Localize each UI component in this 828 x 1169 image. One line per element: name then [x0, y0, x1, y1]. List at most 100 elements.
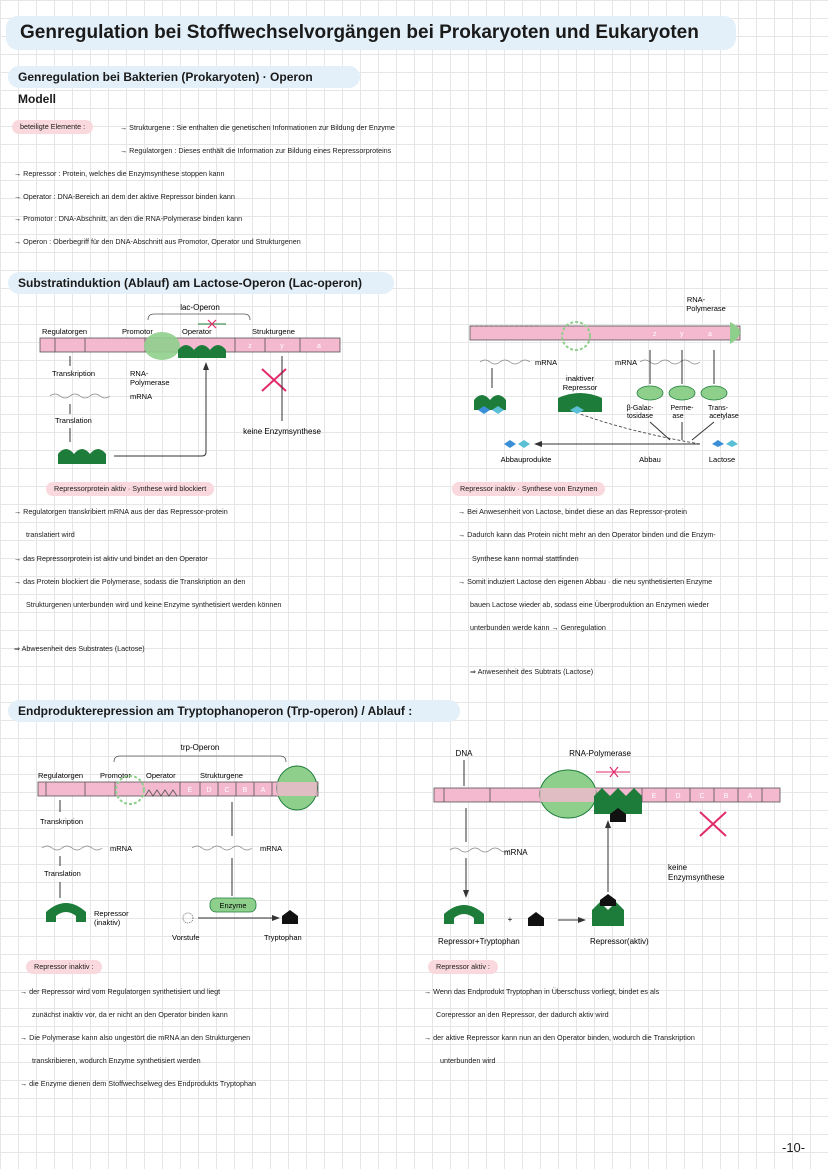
text-line: → Bei Anwesenheit von Lactose, bindet di… — [458, 507, 687, 516]
trp-operon-active-diagram: DNA RNA-Polymerase E D C B A keine Enzym… — [433, 749, 781, 946]
text-line: → Regulatorgen transkribiert mRNA aus de… — [14, 507, 228, 516]
section-heading-lac: Substratinduktion (Ablauf) am Lactose-Op… — [8, 272, 394, 294]
svg-text:RNA-: RNA- — [130, 369, 149, 378]
text-line: → Repressor : Protein, welches die Enzym… — [14, 169, 225, 178]
text-line: → Wenn das Endprodukt Tryptophan in Über… — [424, 987, 660, 996]
svg-text:keine Enzymsynthese: keine Enzymsynthese — [243, 427, 321, 436]
elements-label: beteiligte Elemente : — [12, 120, 94, 134]
svg-text:Tryptophan: Tryptophan — [264, 933, 302, 942]
note-label-trp-active: Repressor aktiv : — [428, 960, 498, 974]
note-label-trp-inactive: Repressor inaktiv : — [26, 960, 102, 974]
svg-text:Transkription: Transkription — [52, 369, 95, 378]
svg-text:Repressor+Tryptophan: Repressor+Tryptophan — [438, 937, 520, 946]
svg-text:Regulatorgen: Regulatorgen — [42, 327, 87, 336]
result-line: ⇒ Abwesenheit des Substrates (Lactose) — [14, 644, 145, 653]
text-line: → Operator : DNA-Bereich an dem der akti… — [14, 192, 235, 201]
svg-text:y: y — [280, 343, 284, 350]
note-label-repressor-active: Repressorprotein aktiv · Synthese wird b… — [46, 482, 215, 496]
svg-text:DNA: DNA — [456, 749, 474, 758]
svg-text:mRNA: mRNA — [260, 844, 282, 853]
svg-text:acetylase: acetylase — [709, 413, 739, 420]
text-line: Synthese kann normal stattfinden — [472, 554, 579, 563]
result-line: ⇒ Anwesenheit des Subtrats (Lactose) — [470, 667, 594, 676]
repressor-shape — [178, 345, 226, 358]
svg-text:B: B — [243, 787, 248, 794]
section-heading-trp: Endprodukterepression am Tryptophanopero… — [8, 700, 460, 722]
text-line: → der Repressor wird vom Regulatorgen sy… — [20, 987, 221, 996]
text-line: → Promotor : DNA-Abschnitt, an den die R… — [14, 214, 243, 223]
svg-text:Polymerase: Polymerase — [130, 378, 170, 387]
svg-text:z: z — [248, 343, 252, 350]
svg-text:Operator: Operator — [146, 771, 176, 780]
text-line: → das Protein blockiert die Polymerase, … — [14, 577, 246, 586]
svg-text:Strukturgene: Strukturgene — [252, 327, 295, 336]
svg-text:E: E — [652, 793, 657, 800]
text-line: → das Repressorprotein ist aktiv und bin… — [14, 554, 208, 563]
svg-text:mRNA: mRNA — [504, 848, 528, 857]
operon-label: lac-Operon — [180, 303, 220, 312]
text-line: translatiert wird — [26, 530, 75, 539]
lac-operon-repressed-diagram: lac-Operon Regulatorgen Promotor Operato… — [39, 303, 341, 464]
svg-text:inaktiver: inaktiver — [566, 374, 594, 383]
svg-text:Strukturgene: Strukturgene — [200, 771, 243, 780]
text-line: → Somit induziert Lactose den eigenen Ab… — [458, 577, 713, 586]
svg-text:RNA-Polymerase: RNA-Polymerase — [569, 749, 631, 758]
text-line: → der aktive Repressor kann nun an den O… — [424, 1033, 695, 1042]
text-line: Corepressor an den Repressor, der dadurc… — [436, 1010, 609, 1019]
svg-text:z: z — [653, 331, 657, 338]
svg-text:Enzyme: Enzyme — [219, 901, 246, 910]
svg-text:y: y — [680, 331, 684, 338]
svg-text:Translation: Translation — [44, 869, 81, 878]
svg-text:Promotor: Promotor — [100, 771, 131, 780]
svg-text:ase: ase — [672, 413, 683, 420]
svg-text:Abbau: Abbau — [639, 455, 661, 464]
svg-text:C: C — [224, 787, 229, 794]
svg-text:Repressor(aktiv): Repressor(aktiv) — [590, 937, 649, 946]
lac-operon-induced-diagram: RNA- Polymerase z y a mRNA mRNA inaktive… — [469, 295, 741, 464]
svg-text:Transkription: Transkription — [40, 817, 83, 826]
svg-text:D: D — [675, 793, 680, 800]
page-title: Genregulation bei Stoffwechselvorgängen … — [6, 16, 736, 50]
page-number: -10- — [782, 1140, 806, 1155]
svg-text:Polymerase: Polymerase — [686, 304, 726, 313]
svg-text:C: C — [699, 793, 704, 800]
svg-text:E: E — [188, 787, 193, 794]
svg-text:a: a — [317, 343, 321, 350]
svg-text:Vorstufe: Vorstufe — [172, 933, 200, 942]
svg-text:tosidase: tosidase — [627, 413, 653, 420]
text-line: → die Enzyme dienen dem Stoffwechselweg … — [20, 1079, 256, 1088]
text-line: unterbunden wird — [440, 1056, 496, 1065]
text-line: Strukturgenen unterbunden wird und keine… — [26, 600, 282, 609]
text-line: transkribieren, wodurch Enzyme synthetis… — [32, 1056, 201, 1065]
svg-text:mRNA: mRNA — [535, 358, 557, 367]
trp-operon-inactive-diagram: trp-Operon Regulatorgen Promotor Operato… — [37, 743, 319, 942]
note-label-repressor-inactive: Repressor inaktiv · Synthese von Enzymen — [452, 482, 606, 496]
svg-text:+: + — [508, 915, 513, 924]
text-line: → Die Polymerase kann also ungestört die… — [20, 1033, 251, 1042]
svg-text:a: a — [708, 331, 712, 338]
text-line: bauen Lactose wieder ab, sodass eine Übe… — [470, 600, 709, 609]
svg-text:A: A — [748, 793, 753, 800]
svg-text:Perme-: Perme- — [671, 405, 695, 412]
text-line: unterbunden werde kann → Genregulation — [470, 623, 606, 632]
svg-text:Trans-: Trans- — [708, 405, 729, 412]
svg-text:trp-Operon: trp-Operon — [181, 743, 220, 752]
svg-text:B: B — [724, 793, 729, 800]
text-line: → Operon : Oberbegriff für den DNA-Absch… — [14, 237, 301, 246]
svg-text:mRNA: mRNA — [110, 844, 132, 853]
text-line: → Strukturgene : Sie enthalten die genet… — [120, 123, 395, 132]
svg-text:Operator: Operator — [182, 327, 212, 336]
svg-text:Translation: Translation — [55, 416, 92, 425]
svg-text:β-Galac-: β-Galac- — [627, 405, 655, 412]
text-line: → Regulatorgen : Dieses enthält die Info… — [120, 146, 392, 155]
text-line: zunächst inaktiv vor, da er nicht an den… — [32, 1010, 228, 1019]
svg-text:(inaktiv): (inaktiv) — [94, 918, 121, 927]
section-heading-operon: Genregulation bei Bakterien (Prokaryoten… — [8, 66, 360, 106]
svg-text:RNA-: RNA- — [687, 295, 706, 304]
svg-text:Regulatorgen: Regulatorgen — [38, 771, 83, 780]
svg-text:Promotor: Promotor — [122, 327, 153, 336]
svg-text:keine: keine — [668, 863, 688, 872]
text-line: → Dadurch kann das Protein nicht mehr an… — [458, 530, 716, 539]
svg-text:mRNA: mRNA — [615, 358, 637, 367]
svg-text:D: D — [206, 787, 211, 794]
